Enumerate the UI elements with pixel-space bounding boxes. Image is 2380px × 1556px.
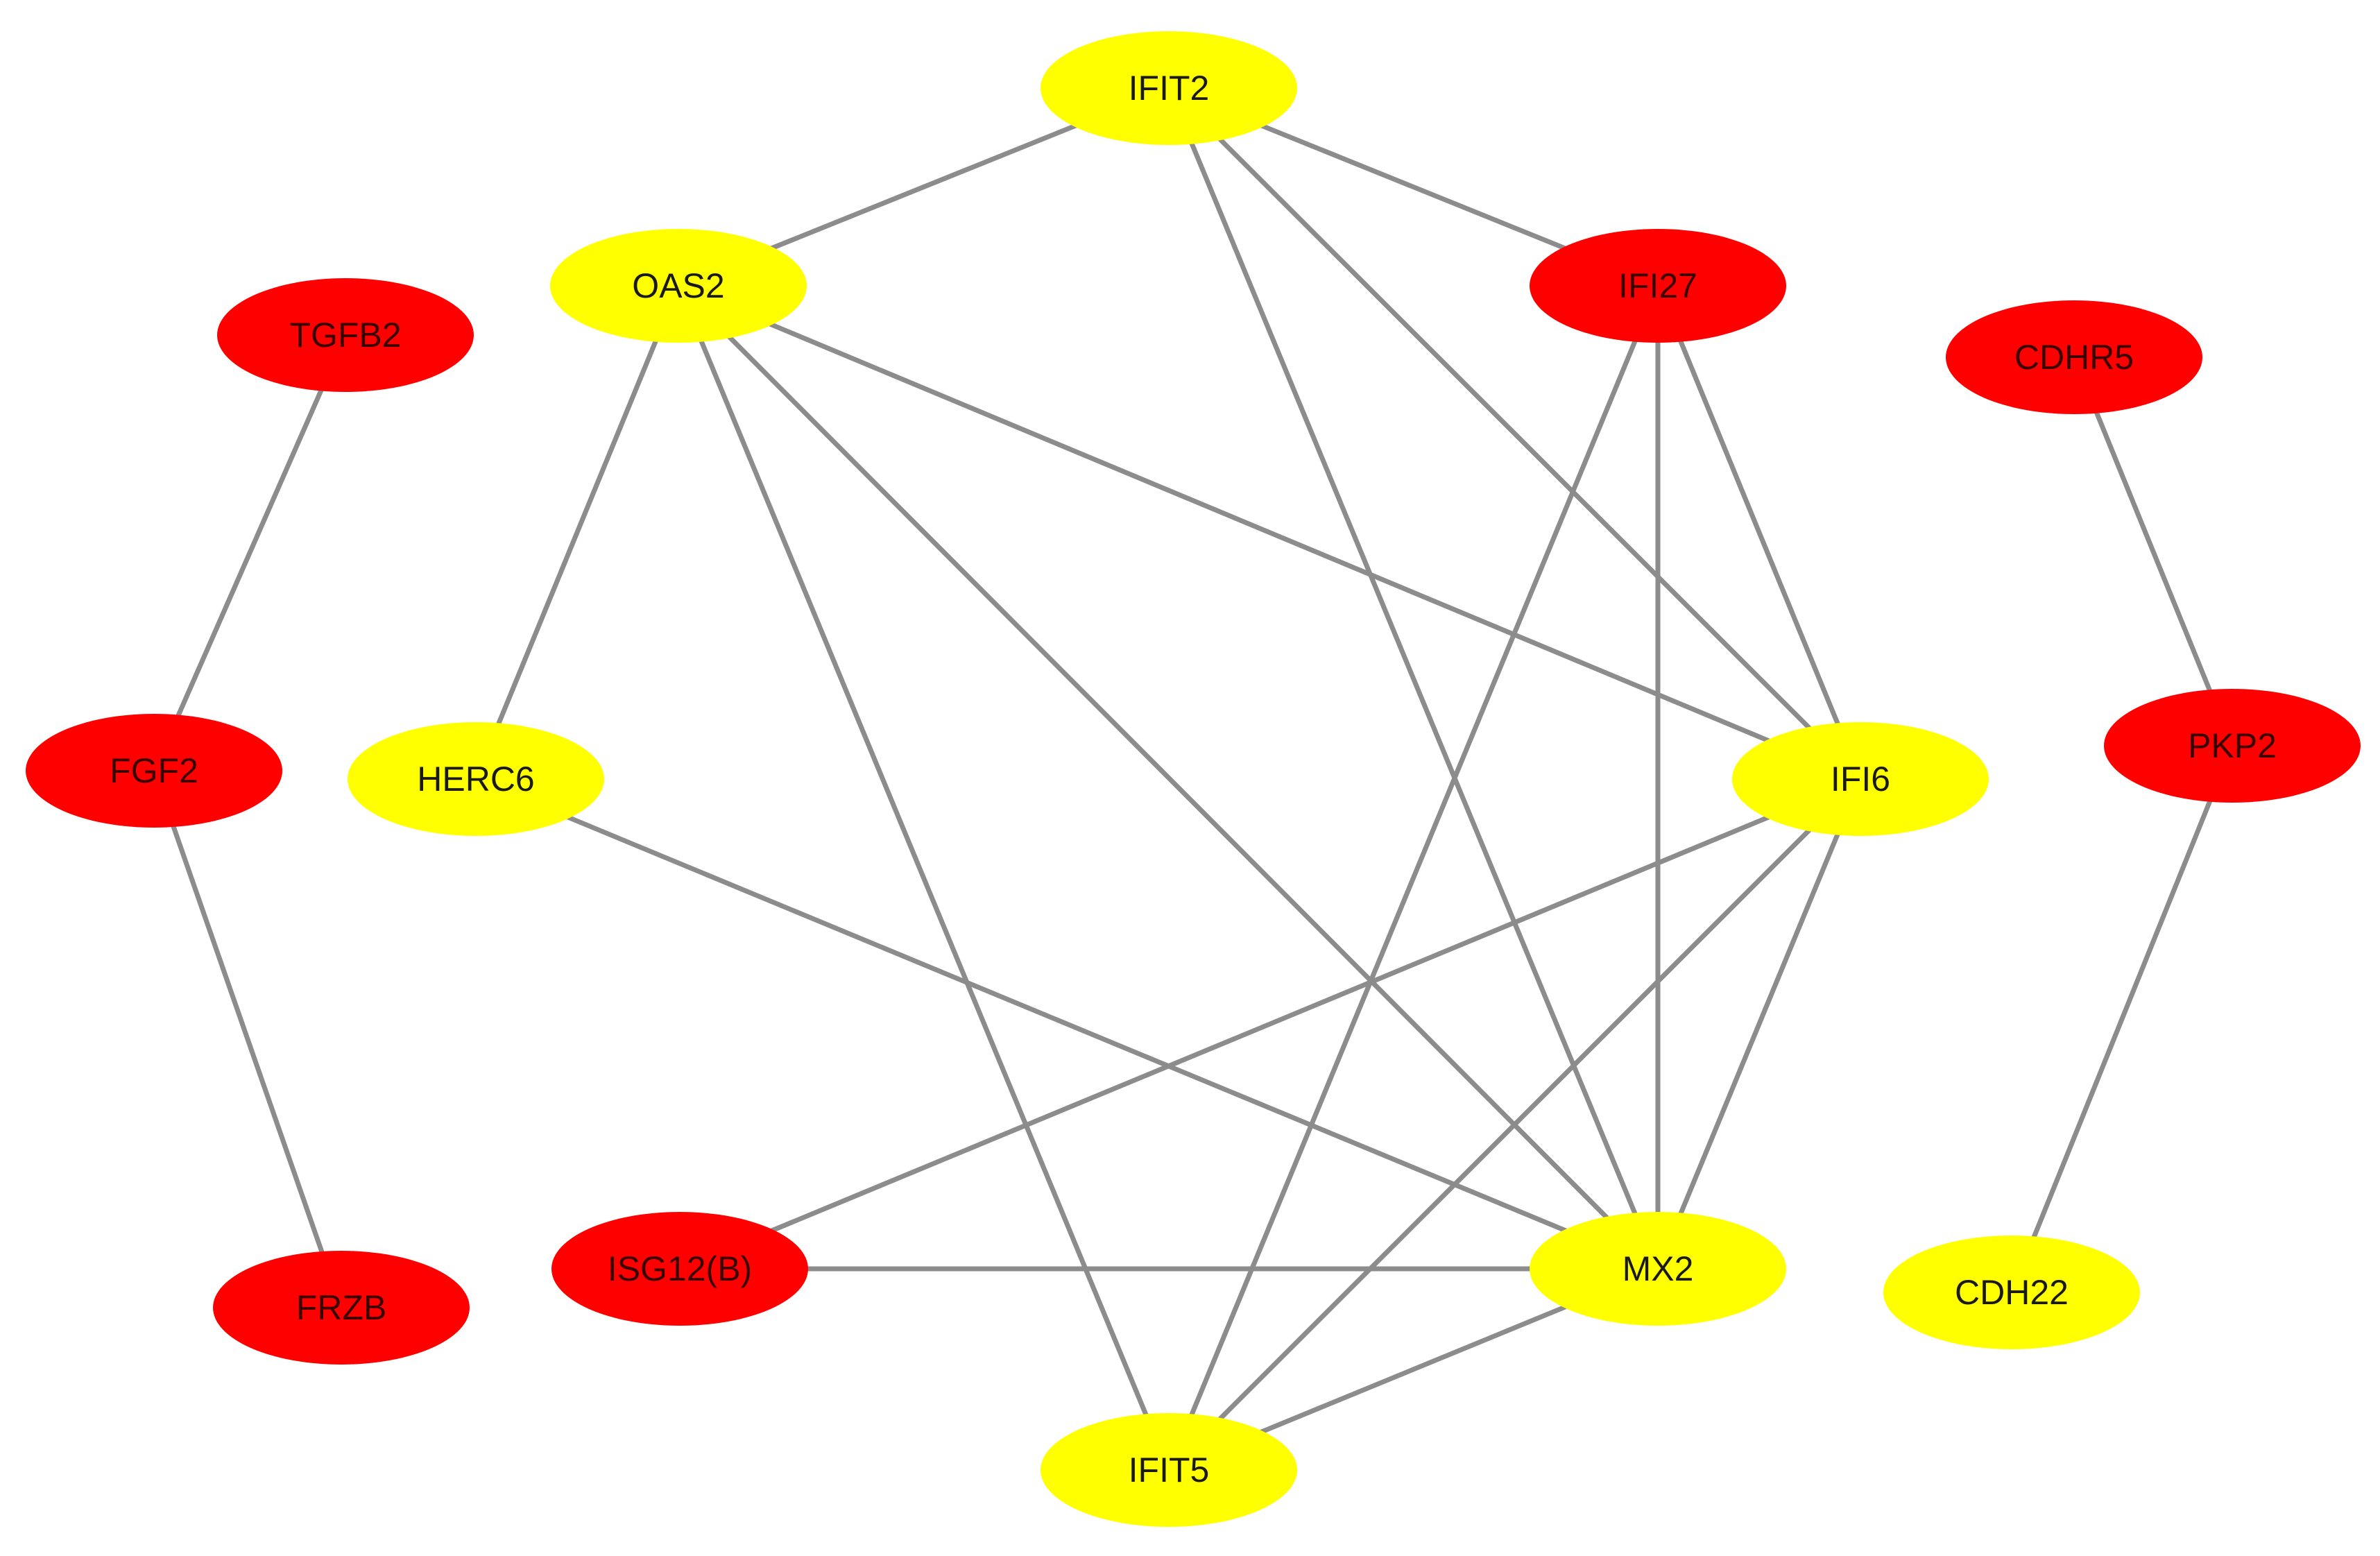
node-label: IFI27 [1618, 266, 1697, 305]
node-ifi6[interactable]: IFI6 [1732, 722, 1989, 836]
edge-ifi6-isg12b [677, 776, 1863, 1272]
node-label: FRZB [296, 1288, 387, 1327]
edge-ifit2-mx2 [1166, 85, 1661, 1272]
node-ellipse [551, 1212, 808, 1326]
node-herc6[interactable]: HERC6 [348, 722, 604, 836]
node-cdh22[interactable]: CDH22 [1883, 1236, 2140, 1349]
edge-layer [151, 85, 2235, 1473]
node-cdhr5[interactable]: CDHR5 [1946, 300, 2202, 414]
node-ellipse [1732, 722, 1989, 836]
node-frzb[interactable]: FRZB [213, 1251, 470, 1365]
edge-oas2-ifit5 [676, 283, 1172, 1473]
node-label: IFIT2 [1129, 69, 1210, 108]
node-ellipse [550, 229, 807, 343]
node-label: FGF2 [110, 751, 198, 790]
node-mx2[interactable]: MX2 [1530, 1212, 1786, 1326]
edge-ifi27-ifi6 [1655, 283, 1863, 782]
node-ellipse [1946, 300, 2202, 414]
node-ifi27[interactable]: IFI27 [1530, 229, 1786, 343]
node-ellipse [217, 278, 474, 392]
node-ellipse [213, 1251, 470, 1365]
node-label: TGFB2 [289, 316, 401, 354]
node-label: OAS2 [632, 266, 724, 305]
node-pkp2[interactable]: PKP2 [2104, 689, 2361, 803]
node-ellipse [1041, 31, 1297, 145]
edge-oas2-ifi6 [676, 283, 1863, 782]
edge-ifi6-ifit5 [1166, 776, 1863, 1473]
node-ellipse [1530, 229, 1786, 343]
node-ellipse [26, 714, 282, 828]
node-tgfb2[interactable]: TGFB2 [217, 278, 474, 392]
edge-tgfb2-fgf2 [151, 332, 348, 773]
node-label: MX2 [1623, 1249, 1694, 1288]
node-label: ISG12(B) [608, 1249, 752, 1288]
node-ellipse [1530, 1212, 1786, 1326]
node-label: CDHR5 [2014, 338, 2134, 377]
node-label: PKP2 [2188, 726, 2277, 765]
node-fgf2[interactable]: FGF2 [26, 714, 282, 828]
node-ifit2[interactable]: IFIT2 [1041, 31, 1297, 145]
node-ellipse [348, 722, 604, 836]
edge-fgf2-frzb [151, 768, 344, 1310]
edge-oas2-mx2 [676, 283, 1661, 1272]
node-label: HERC6 [417, 760, 534, 798]
edge-ifi6-mx2 [1655, 776, 1863, 1272]
node-ellipse [1883, 1236, 2140, 1349]
node-ellipse [2104, 689, 2361, 803]
edge-pkp2-cdh22 [2009, 743, 2235, 1295]
node-label: IFIT5 [1129, 1451, 1210, 1489]
edge-cdhr5-pkp2 [2071, 354, 2235, 749]
node-label: CDH22 [1955, 1273, 2069, 1312]
edge-oas2-herc6 [473, 283, 681, 782]
node-oas2[interactable]: OAS2 [550, 229, 807, 343]
node-label: IFI6 [1831, 760, 1890, 798]
edge-ifi27-ifit5 [1166, 283, 1661, 1473]
node-isg12b[interactable]: ISG12(B) [551, 1212, 808, 1326]
node-ellipse [1041, 1413, 1297, 1527]
node-ifit5[interactable]: IFIT5 [1041, 1413, 1297, 1527]
edge-ifit2-ifi6 [1166, 85, 1863, 782]
edge-herc6-mx2 [473, 776, 1661, 1272]
